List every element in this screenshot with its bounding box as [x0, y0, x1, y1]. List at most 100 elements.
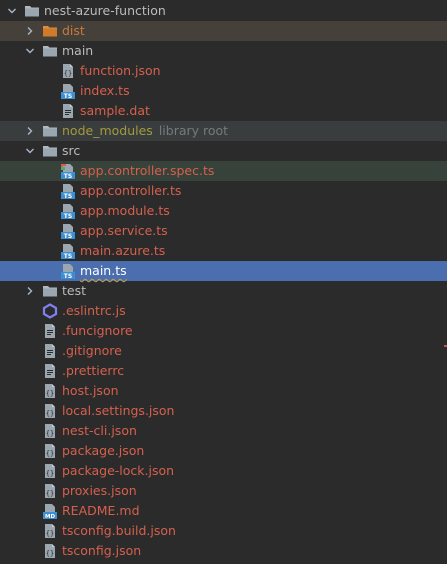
- svg-text:TS: TS: [64, 213, 72, 219]
- tree-item-label: test: [62, 283, 87, 298]
- tree-file-app-module-ts[interactable]: TS app.module.ts: [0, 201, 447, 221]
- tree-item-text: .eslintrc.js: [62, 301, 126, 321]
- tree-item-label: node_modules: [62, 123, 153, 138]
- svg-text:{}: {}: [46, 550, 54, 558]
- svg-text:TS: TS: [64, 273, 72, 279]
- tree-item-label: nest-cli.json: [62, 423, 137, 438]
- tree-item-text: .funcignore: [62, 321, 133, 341]
- tree-item-label: main.azure.ts: [80, 243, 166, 258]
- json-file-icon: {}: [42, 483, 58, 499]
- eslint-icon: [42, 303, 58, 319]
- tree-file-tsconfig-build-json[interactable]: {} tsconfig.build.json: [0, 521, 447, 541]
- typescript-file-icon: TS: [60, 243, 76, 259]
- tree-item-text: app.module.ts: [80, 201, 170, 221]
- chevron-down-icon[interactable]: [6, 1, 18, 21]
- chevron-down-icon[interactable]: [24, 141, 36, 161]
- svg-text:{}: {}: [46, 470, 54, 478]
- tree-item-text: nest-cli.json: [62, 421, 137, 441]
- svg-text:{}: {}: [46, 390, 54, 398]
- tree-item-label: dist: [62, 23, 85, 38]
- tree-item-label: sample.dat: [80, 103, 150, 118]
- json-file-icon: {}: [42, 463, 58, 479]
- tree-file-main-ts[interactable]: TS main.ts: [0, 261, 447, 281]
- chevron-down-icon[interactable]: [24, 41, 36, 61]
- tree-file-eslintrc-js[interactable]: .eslintrc.js: [0, 301, 447, 321]
- svg-text:TS: TS: [64, 93, 72, 99]
- tree-file-package-lock-json[interactable]: {} package-lock.json: [0, 461, 447, 481]
- tree-item-label: README.md: [62, 503, 140, 518]
- folder-icon: [24, 3, 40, 19]
- svg-text:TS: TS: [64, 193, 72, 199]
- typescript-file-icon: TS: [60, 183, 76, 199]
- svg-text:{}: {}: [64, 70, 72, 78]
- json-file-icon: {}: [42, 383, 58, 399]
- tree-item-label: nest-azure-function: [44, 3, 166, 18]
- tree-folder-dist[interactable]: dist: [0, 21, 447, 41]
- tree-item-label: app.module.ts: [80, 203, 170, 218]
- tree-item-text: package.json: [62, 441, 144, 461]
- tree-file-app-controller-ts[interactable]: TS app.controller.ts: [0, 181, 447, 201]
- tree-file-readme-md[interactable]: MD README.md: [0, 501, 447, 521]
- svg-text:{}: {}: [46, 430, 54, 438]
- tree-item-label: .prettierrc: [62, 363, 125, 378]
- tree-file-host-json[interactable]: {} host.json: [0, 381, 447, 401]
- text-file-icon: [60, 103, 76, 119]
- svg-text:TS: TS: [64, 173, 72, 179]
- tree-file-proxies-json[interactable]: {}proxies.json: [0, 481, 447, 501]
- tree-item-label: tsconfig.json: [62, 543, 142, 558]
- tree-file-app-controller-spec-ts[interactable]: TS app.controller.spec.ts: [0, 161, 447, 181]
- tree-file-main-azure-ts[interactable]: TS main.azure.ts: [0, 241, 447, 261]
- tree-item-text: .gitignore: [62, 341, 122, 361]
- tree-item-label: host.json: [62, 383, 119, 398]
- tree-file-gitignore[interactable]: .gitignore: [0, 341, 447, 361]
- tree-item-label: app.controller.ts: [80, 183, 182, 198]
- tree-file-sample-dat[interactable]: sample.dat: [0, 101, 447, 121]
- svg-text:{}: {}: [46, 450, 54, 458]
- chevron-right-icon[interactable]: [24, 281, 36, 301]
- tree-file-funcignore[interactable]: .funcignore: [0, 321, 447, 341]
- svg-text:{}: {}: [46, 530, 54, 538]
- text-file-icon: [42, 343, 58, 359]
- folder-icon: [42, 143, 58, 159]
- tree-item-text: .prettierrc: [62, 361, 124, 381]
- tree-folder-nest-azure-function[interactable]: nest-azure-function: [0, 1, 447, 21]
- tree-item-label: main.ts: [80, 263, 127, 278]
- tree-item-text: app.controller.spec.ts: [80, 161, 214, 181]
- chevron-right-icon[interactable]: [24, 21, 36, 41]
- tree-item-text: function.json: [80, 61, 161, 81]
- tree-item-text: main.azure.ts: [80, 241, 165, 261]
- typescript-file-icon: TS: [60, 83, 76, 99]
- tree-item-text: app.service.ts: [80, 221, 168, 241]
- svg-text:{}: {}: [46, 410, 54, 418]
- json-file-icon: {}: [42, 403, 58, 419]
- tree-item-text: src: [62, 141, 80, 161]
- chevron-right-icon[interactable]: [24, 121, 36, 141]
- svg-text:MD: MD: [45, 514, 55, 519]
- tree-folder-main[interactable]: main: [0, 41, 447, 61]
- tree-file-local-settings-json[interactable]: {}local.settings.json: [0, 401, 447, 421]
- tree-file-package-json[interactable]: {} package.json: [0, 441, 447, 461]
- tree-item-text: main: [62, 41, 93, 61]
- tree-file-nest-cli-json[interactable]: {} nest-cli.json: [0, 421, 447, 441]
- tree-item-text: tsconfig.build.json: [62, 521, 176, 541]
- tree-item-text: proxies.json: [62, 481, 137, 501]
- tree-item-label: package-lock.json: [62, 463, 175, 478]
- tree-file-tsconfig-json[interactable]: {} tsconfig.json: [0, 541, 447, 561]
- tree-item-label: function.json: [80, 63, 161, 78]
- tree-folder-test[interactable]: test: [0, 281, 447, 301]
- tree-file-prettierrc[interactable]: .prettierrc: [0, 361, 447, 381]
- tree-item-text: app.controller.ts: [80, 181, 181, 201]
- tree-item-text: tsconfig.json: [62, 541, 141, 561]
- tree-folder-src[interactable]: src: [0, 141, 447, 161]
- tree-item-text: package-lock.json: [62, 461, 174, 481]
- folder-icon: [42, 43, 58, 59]
- tree-item-text: test: [62, 281, 86, 301]
- excluded-folder-icon: [42, 23, 58, 39]
- tree-file-function-json[interactable]: {} function.json: [0, 61, 447, 81]
- typescript-file-icon: TS: [60, 203, 76, 219]
